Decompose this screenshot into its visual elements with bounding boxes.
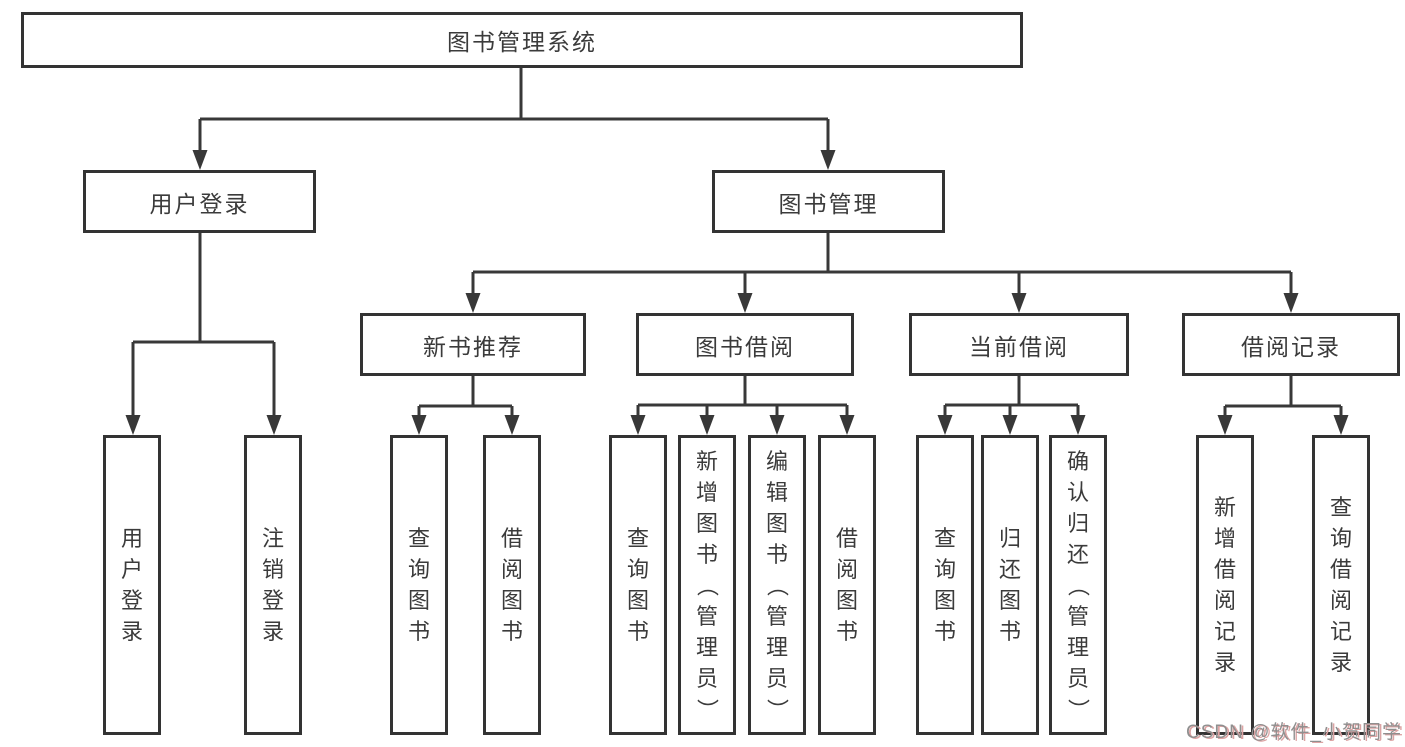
watermark: CSDN @软件_小贺同学 <box>1186 722 1402 743</box>
leaf-user-login-label: 用户登录 <box>120 526 143 644</box>
node-book-management: 图书管理 <box>712 170 945 233</box>
arrowhead <box>820 150 836 170</box>
arrowhead <box>699 415 715 435</box>
arrowheads <box>125 150 1349 435</box>
leaf-logout-label: 注销登录 <box>261 526 284 644</box>
leaf-confirm-return-admin: 确认归还（管理员） <box>1049 435 1107 735</box>
node-new-book-recommend-label: 新书推荐 <box>423 333 523 360</box>
node-new-book-recommend: 新书推荐 <box>360 313 586 376</box>
leaf-confirm-return-admin-label: 确认归还（管理员） <box>1065 448 1091 721</box>
arrowhead <box>266 415 282 435</box>
leaf-query-book-recommend-label: 查询图书 <box>407 526 430 644</box>
arrowhead <box>125 415 141 435</box>
leaf-edit-book-admin-label: 编辑图书（管理员） <box>764 448 790 721</box>
connector-user-login-branch <box>131 233 276 417</box>
leaf-query-book-borrow-label: 查询图书 <box>626 526 649 644</box>
arrowhead <box>1333 415 1349 435</box>
arrowhead <box>630 415 646 435</box>
node-borrow-record: 借阅记录 <box>1182 313 1400 376</box>
arrowhead <box>465 293 481 313</box>
arrowhead <box>1217 415 1233 435</box>
connector-borrow-record-branch <box>1223 376 1343 417</box>
arrowhead <box>1283 293 1299 313</box>
arrowhead <box>769 415 785 435</box>
leaf-query-borrow-record: 查询借阅记录 <box>1312 435 1370 735</box>
leaf-query-book-recommend: 查询图书 <box>390 435 448 735</box>
leaf-query-borrow-record-label: 查询借阅记录 <box>1329 495 1352 675</box>
node-book-borrow-label: 图书借阅 <box>695 333 795 360</box>
leaf-borrow-book: 借阅图书 <box>818 435 876 735</box>
leaf-add-borrow-record: 新增借阅记录 <box>1196 435 1254 735</box>
connector-new-book-branch <box>417 376 514 417</box>
arrowhead <box>1070 415 1086 435</box>
node-current-borrow: 当前借阅 <box>909 313 1129 376</box>
connector-book-mgmt-branch <box>471 233 1293 295</box>
node-book-borrow: 图书借阅 <box>636 313 854 376</box>
leaf-add-borrow-record-label: 新增借阅记录 <box>1213 495 1236 675</box>
arrowhead <box>192 150 208 170</box>
arrowhead <box>937 415 953 435</box>
leaf-add-book-admin-label: 新增图书（管理员） <box>694 448 720 721</box>
leaf-return-book: 归还图书 <box>981 435 1039 735</box>
arrowhead <box>504 415 520 435</box>
node-current-borrow-label: 当前借阅 <box>969 333 1069 360</box>
leaf-query-book-borrow: 查询图书 <box>609 435 667 735</box>
arrowhead <box>1002 415 1018 435</box>
arrowhead <box>839 415 855 435</box>
node-borrow-record-label: 借阅记录 <box>1241 333 1341 360</box>
leaf-edit-book-admin: 编辑图书（管理员） <box>748 435 806 735</box>
connector-root-to-level2 <box>198 68 830 152</box>
node-user-login: 用户登录 <box>83 170 316 233</box>
leaf-borrow-book-label: 借阅图书 <box>835 526 858 644</box>
node-root: 图书管理系统 <box>21 12 1023 68</box>
leaf-borrow-book-recommend: 借阅图书 <box>483 435 541 735</box>
leaf-user-login: 用户登录 <box>103 435 161 735</box>
leaf-logout: 注销登录 <box>244 435 302 735</box>
node-user-login-label: 用户登录 <box>149 190 250 217</box>
leaf-query-book-current: 查询图书 <box>916 435 974 735</box>
arrowhead <box>737 293 753 313</box>
connector-book-borrow-branch <box>636 376 849 417</box>
node-root-label: 图书管理系统 <box>447 29 597 55</box>
leaf-borrow-book-recommend-label: 借阅图书 <box>500 526 523 644</box>
leaf-add-book-admin: 新增图书（管理员） <box>678 435 736 735</box>
arrowhead <box>1011 293 1027 313</box>
connector-current-borrow-branch <box>943 376 1080 417</box>
arrowhead <box>411 415 427 435</box>
node-book-management-label: 图书管理 <box>778 190 879 217</box>
leaf-query-book-current-label: 查询图书 <box>933 526 956 644</box>
leaf-return-book-label: 归还图书 <box>998 526 1021 644</box>
